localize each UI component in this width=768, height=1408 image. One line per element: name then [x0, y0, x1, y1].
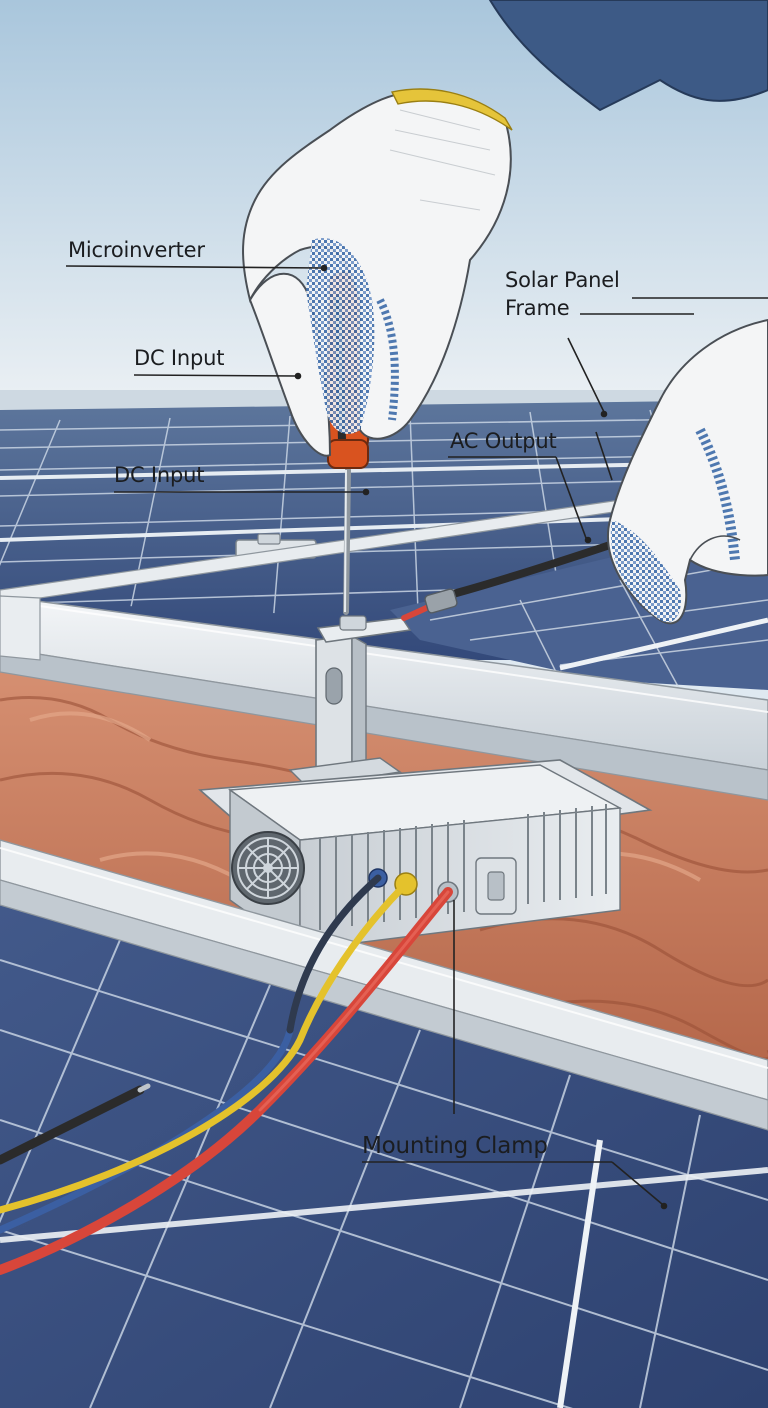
fan-icon: [231, 831, 305, 905]
right-glove-hand: [607, 318, 768, 625]
label-frame: Frame: [505, 296, 570, 320]
cables: [0, 541, 614, 1275]
leader-microinverter: [65, 265, 323, 269]
label-solar-panel: Solar Panel: [505, 268, 620, 292]
label-dc-input-upper: DC Input: [134, 346, 225, 370]
leader-frame-pointer: [567, 337, 605, 413]
label-microinverter: Microinverter: [68, 238, 205, 262]
label-mounting-clamp: Mounting Clamp: [362, 1133, 548, 1159]
label-ac-output: AC Output: [450, 429, 557, 453]
mounting-clamp-bracket: [288, 615, 412, 787]
microinverter-box: [198, 759, 653, 952]
label-dc-input-lower: DC Input: [114, 463, 205, 487]
near-solar-panel: [0, 905, 768, 1408]
left-glove-hand: [242, 0, 768, 457]
leader-dc-input-upper: [133, 374, 297, 377]
mounting-rail: [0, 595, 768, 801]
leader-lines: [65, 264, 768, 1210]
